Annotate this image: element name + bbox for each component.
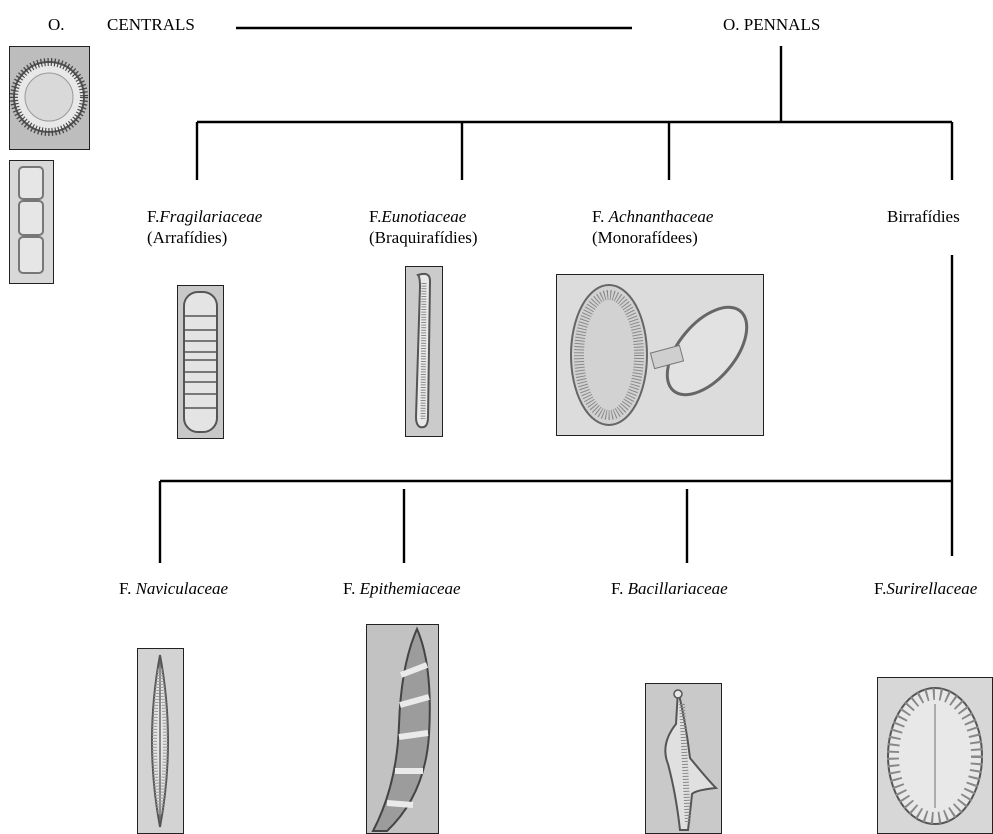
order-pennals-label: O. PENNALS: [723, 14, 820, 35]
naviculaceae-image: [137, 648, 184, 834]
centric-diatom-valve-image: [9, 46, 90, 150]
group-braquirafidies: (Braquirafídies): [369, 228, 478, 247]
family-epithemiaceae-label: F. Epithemiaceae: [343, 578, 461, 599]
centric-diatom-chain-image: [9, 160, 54, 284]
surirellaceae-image: [877, 677, 993, 834]
order-centrals-label: CENTRALS: [107, 14, 195, 35]
family-fragilariaceae-label: F.Fragilariaceae (Arrafídies): [147, 206, 262, 248]
family-achnanthaceae-name: Achnanthaceae: [609, 207, 714, 226]
family-eunotiaceae-label: F.Eunotiaceae (Braquirafídies): [369, 206, 478, 248]
family-eunotiaceae-name: Eunotiaceae: [381, 207, 466, 226]
family-surirellaceae-name: Surirellaceae: [886, 579, 977, 598]
family-naviculaceae-name: Naviculaceae: [136, 579, 229, 598]
family-naviculaceae-label: F. Naviculaceae: [119, 578, 228, 599]
family-epithemiaceae-name: Epithemiaceae: [360, 579, 461, 598]
bacillariaceae-image: [645, 683, 722, 834]
eunotiaceae-image: [405, 266, 443, 437]
group-arrafidies: (Arrafídies): [147, 228, 227, 247]
group-monorafidees: (Monorafídees): [592, 228, 698, 247]
family-achnanthaceae-label: F. Achnanthaceae (Monorafídees): [592, 206, 713, 248]
family-fragilariaceae-name: Fragilariaceae: [159, 207, 262, 226]
epithemiaceae-image: [366, 624, 439, 834]
achnanthaceae-image: [556, 274, 764, 436]
family-surirellaceae-label: F.Surirellaceae: [874, 578, 977, 599]
order-centrals-prefix: O.: [48, 14, 65, 35]
fragilariaceae-image: [177, 285, 224, 439]
family-bacillariaceae-label: F. Bacillariaceae: [611, 578, 728, 599]
birrafidies-label: Birrafídies: [887, 206, 960, 227]
family-bacillariaceae-name: Bacillariaceae: [628, 579, 728, 598]
